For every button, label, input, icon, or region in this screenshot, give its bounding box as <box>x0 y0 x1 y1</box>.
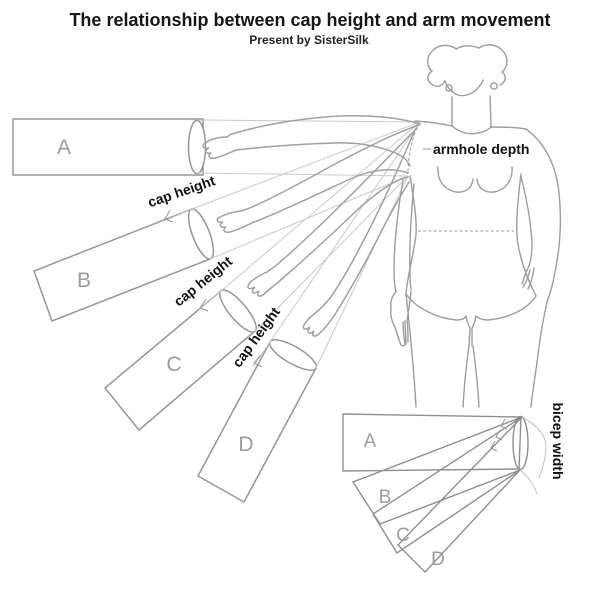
overlay-sleeve-b <box>351 416 523 525</box>
arm-d-hand <box>302 309 335 337</box>
leg-left-outer <box>405 293 417 408</box>
face-chin <box>444 79 484 97</box>
overlay-tick-c <box>495 429 503 441</box>
overlay-sleeve-d <box>397 416 523 574</box>
arm-d <box>302 131 415 337</box>
overlay-sleeve-c <box>372 416 523 554</box>
guide-c-top <box>198 121 421 311</box>
torso-left <box>405 175 417 295</box>
breast-left <box>437 166 474 193</box>
page-title: The relationship between cap height and … <box>69 10 550 30</box>
guide-a-bottom <box>196 172 409 177</box>
cap-height-label-b: cap height <box>146 172 218 210</box>
overlay-swing-arc-bottom <box>519 469 538 495</box>
cap-height-tick-b <box>164 209 174 223</box>
arm-a-top <box>226 115 421 138</box>
right-hand <box>521 267 535 290</box>
armhole-dashed-line <box>407 122 420 175</box>
arm-b <box>216 124 420 233</box>
overlay-tick-b <box>500 418 508 430</box>
hair-right <box>478 44 508 86</box>
overlay-diagram <box>342 413 547 574</box>
cap-height-tick-c <box>199 298 209 312</box>
hair-left <box>426 44 457 88</box>
hip-right <box>475 295 537 321</box>
arm-c <box>247 127 418 297</box>
leg-left-inner <box>462 345 470 408</box>
sleeve-a-label: A <box>57 136 71 159</box>
overlay-bicep-ellipse <box>512 415 529 471</box>
right-arm-outer <box>525 128 562 303</box>
sleeve-b-label: B <box>77 269 91 292</box>
overlay-swing-arc-top <box>521 416 547 479</box>
bicep-width-label: bicep width <box>550 403 566 480</box>
arm-a-hand <box>202 136 237 159</box>
hanging-arm-inner <box>409 183 415 290</box>
figure-body <box>390 44 562 408</box>
overlay-d-label: D <box>431 549 445 570</box>
overlay-tick-d <box>490 440 498 452</box>
guide-d-top <box>252 121 421 368</box>
arm-c-hand <box>247 271 284 297</box>
neckline <box>451 125 492 135</box>
sleeve-d <box>196 339 318 504</box>
earring-left <box>445 84 453 92</box>
guide-b-top <box>163 121 421 222</box>
overlay-b-label: B <box>379 487 392 508</box>
shoulder-right <box>490 126 527 130</box>
arm-a <box>202 115 421 167</box>
arm-d-top <box>318 131 415 311</box>
hanging-arm-outer <box>393 179 404 293</box>
armhole-depth-label: armhole depth <box>433 141 529 157</box>
sleeve-a-outline <box>12 118 204 176</box>
cap-height-tick-d <box>253 354 263 368</box>
breast-right <box>476 166 513 193</box>
guide-b-bottom <box>209 175 409 260</box>
sleeve-c-label: C <box>166 353 181 376</box>
hanging-hand <box>390 290 412 347</box>
arm-b-top <box>240 124 420 212</box>
sleeve-a <box>12 118 207 176</box>
guide-c-bottom <box>254 175 409 332</box>
arm-c-bottom <box>282 176 409 279</box>
hair-top <box>455 45 480 50</box>
arm-c-top <box>266 127 418 273</box>
leg-right-outer <box>530 301 548 408</box>
sleeve-b <box>33 208 215 322</box>
crotch-detail <box>465 315 477 347</box>
guide-a-top <box>196 119 421 123</box>
overlay-a-label: A <box>364 431 377 452</box>
right-arm-inner <box>520 176 533 273</box>
arm-b-hand <box>216 210 253 233</box>
torso-right <box>516 173 537 297</box>
hip-left <box>405 293 467 321</box>
arm-a-bottom <box>235 142 411 167</box>
overlay-c-label: C <box>396 525 410 546</box>
shoulder-left <box>414 120 453 127</box>
neck-right <box>489 95 492 128</box>
sleeve-d-label: D <box>238 433 253 456</box>
arm-b-bottom <box>251 169 409 224</box>
arm-d-bottom <box>333 181 410 317</box>
page-subtitle: Present by SisterSilk <box>249 33 369 47</box>
leg-right-inner <box>472 345 480 408</box>
earring-right <box>490 82 498 90</box>
guide-d-bottom <box>315 175 409 369</box>
